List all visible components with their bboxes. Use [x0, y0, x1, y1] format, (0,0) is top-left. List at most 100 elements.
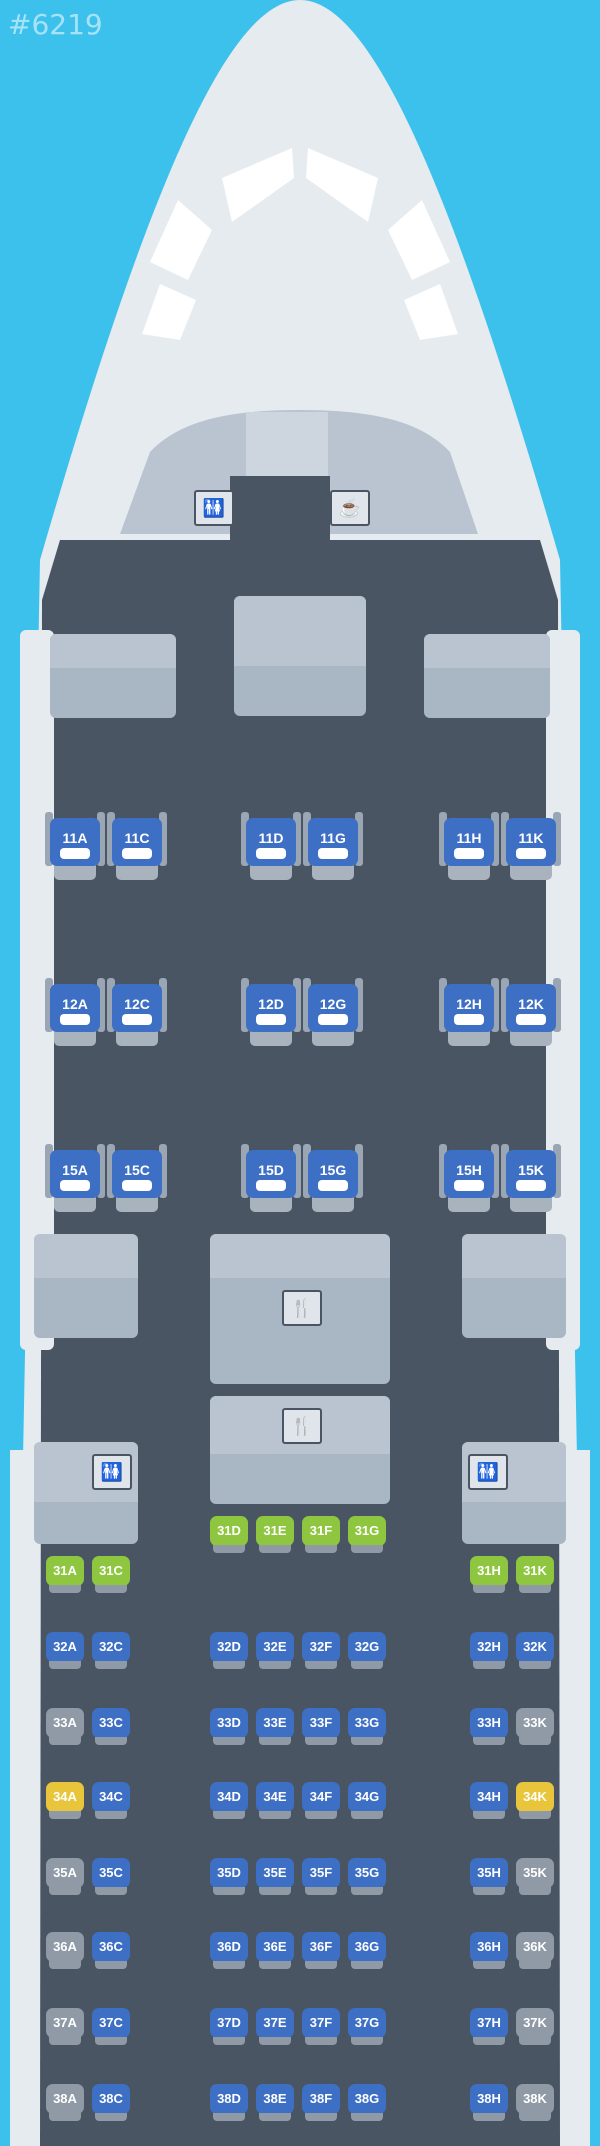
- seat-label: 36D: [217, 1939, 241, 1954]
- seat-33E[interactable]: 33E: [256, 1708, 294, 1745]
- seat-35D[interactable]: 35D: [210, 1858, 248, 1895]
- seat-12C[interactable]: 12C: [107, 978, 167, 1046]
- seat-31K[interactable]: 31K: [516, 1556, 554, 1593]
- seat-12A[interactable]: 12A: [45, 978, 105, 1046]
- seat-32C[interactable]: 32C: [92, 1632, 130, 1669]
- seat-32D[interactable]: 32D: [210, 1632, 248, 1669]
- seat-38G[interactable]: 38G: [348, 2084, 386, 2121]
- seat-15G[interactable]: 15G: [303, 1144, 363, 1212]
- seat-34K[interactable]: 34K: [516, 1782, 554, 1819]
- seat-35A[interactable]: 35A: [46, 1858, 84, 1895]
- seat-38F[interactable]: 38F: [302, 2084, 340, 2121]
- seat-32E[interactable]: 32E: [256, 1632, 294, 1669]
- seat-37A[interactable]: 37A: [46, 2008, 84, 2045]
- seat-36D[interactable]: 36D: [210, 1932, 248, 1969]
- seat-36G[interactable]: 36G: [348, 1932, 386, 1969]
- seat-36F[interactable]: 36F: [302, 1932, 340, 1969]
- seat-label: 37G: [354, 2015, 380, 2030]
- seat-11A[interactable]: 11A: [45, 812, 105, 880]
- seat-32K[interactable]: 32K: [516, 1632, 554, 1669]
- seat-15K[interactable]: 15K: [501, 1144, 561, 1212]
- seat-34C[interactable]: 34C: [92, 1782, 130, 1819]
- seat-31C[interactable]: 31C: [92, 1556, 130, 1593]
- seat-15D[interactable]: 15D: [241, 1144, 301, 1212]
- mid-right-closet: [462, 1234, 566, 1338]
- seat-31E[interactable]: 31E: [256, 1516, 294, 1553]
- seat-38D[interactable]: 38D: [210, 2084, 248, 2121]
- seat-label: 11C: [124, 830, 150, 846]
- seat-label: 38D: [217, 2091, 241, 2106]
- seat-label: 15C: [124, 1162, 150, 1178]
- seat-32H[interactable]: 32H: [470, 1632, 508, 1669]
- seat-36A[interactable]: 36A: [46, 1932, 84, 1969]
- seat-label: 38H: [477, 2091, 501, 2106]
- seat-12G[interactable]: 12G: [303, 978, 363, 1046]
- seat-31G[interactable]: 31G: [348, 1516, 386, 1553]
- seat-12H[interactable]: 12H: [439, 978, 499, 1046]
- seat-34E[interactable]: 34E: [256, 1782, 294, 1819]
- galley-icon: 🍴: [282, 1290, 322, 1326]
- seat-36E[interactable]: 36E: [256, 1932, 294, 1969]
- seat-11H[interactable]: 11H: [439, 812, 499, 880]
- seat-34A[interactable]: 34A: [46, 1782, 84, 1819]
- seat-34H[interactable]: 34H: [470, 1782, 508, 1819]
- seat-label: 37F: [309, 2015, 333, 2030]
- seat-38C[interactable]: 38C: [92, 2084, 130, 2121]
- seat-33A[interactable]: 33A: [46, 1708, 84, 1745]
- seat-31F[interactable]: 31F: [302, 1516, 340, 1553]
- seat-31D[interactable]: 31D: [210, 1516, 248, 1553]
- seat-11D[interactable]: 11D: [241, 812, 301, 880]
- seat-label: 31E: [263, 1523, 287, 1538]
- seat-33D[interactable]: 33D: [210, 1708, 248, 1745]
- seat-15A[interactable]: 15A: [45, 1144, 105, 1212]
- seat-32F[interactable]: 32F: [302, 1632, 340, 1669]
- seat-label: 31A: [53, 1563, 77, 1578]
- seat-label: 31G: [354, 1523, 380, 1538]
- seat-34D[interactable]: 34D: [210, 1782, 248, 1819]
- seat-35G[interactable]: 35G: [348, 1858, 386, 1895]
- seat-label: 33F: [309, 1715, 333, 1730]
- seat-36C[interactable]: 36C: [92, 1932, 130, 1969]
- seat-31A[interactable]: 31A: [46, 1556, 84, 1593]
- seat-12K[interactable]: 12K: [501, 978, 561, 1046]
- lavatory-icon: 🚻: [92, 1454, 132, 1490]
- mid-left-closet: [34, 1234, 138, 1338]
- seat-32A[interactable]: 32A: [46, 1632, 84, 1669]
- seat-38K[interactable]: 38K: [516, 2084, 554, 2121]
- seat-35C[interactable]: 35C: [92, 1858, 130, 1895]
- seat-37G[interactable]: 37G: [348, 2008, 386, 2045]
- seat-37K[interactable]: 37K: [516, 2008, 554, 2045]
- seat-37C[interactable]: 37C: [92, 2008, 130, 2045]
- seat-11G[interactable]: 11G: [303, 812, 363, 880]
- seat-31H[interactable]: 31H: [470, 1556, 508, 1593]
- seat-15H[interactable]: 15H: [439, 1144, 499, 1212]
- seat-35H[interactable]: 35H: [470, 1858, 508, 1895]
- seat-33H[interactable]: 33H: [470, 1708, 508, 1745]
- seat-38H[interactable]: 38H: [470, 2084, 508, 2121]
- seat-35K[interactable]: 35K: [516, 1858, 554, 1895]
- seat-label: 37H: [477, 2015, 501, 2030]
- seat-33F[interactable]: 33F: [302, 1708, 340, 1745]
- seat-36H[interactable]: 36H: [470, 1932, 508, 1969]
- seat-33C[interactable]: 33C: [92, 1708, 130, 1745]
- seat-label: 15D: [258, 1162, 284, 1178]
- seat-33G[interactable]: 33G: [348, 1708, 386, 1745]
- seat-15C[interactable]: 15C: [107, 1144, 167, 1212]
- seat-38A[interactable]: 38A: [46, 2084, 84, 2121]
- seat-35E[interactable]: 35E: [256, 1858, 294, 1895]
- seat-11K[interactable]: 11K: [501, 812, 561, 880]
- seat-35F[interactable]: 35F: [302, 1858, 340, 1895]
- seat-label: 36E: [263, 1939, 287, 1954]
- seat-36K[interactable]: 36K: [516, 1932, 554, 1969]
- seat-11C[interactable]: 11C: [107, 812, 167, 880]
- seat-12D[interactable]: 12D: [241, 978, 301, 1046]
- seat-37F[interactable]: 37F: [302, 2008, 340, 2045]
- seat-37D[interactable]: 37D: [210, 2008, 248, 2045]
- seat-34G[interactable]: 34G: [348, 1782, 386, 1819]
- seat-37H[interactable]: 37H: [470, 2008, 508, 2045]
- seat-34F[interactable]: 34F: [302, 1782, 340, 1819]
- seat-32G[interactable]: 32G: [348, 1632, 386, 1669]
- seat-38E[interactable]: 38E: [256, 2084, 294, 2121]
- seat-33K[interactable]: 33K: [516, 1708, 554, 1745]
- seat-37E[interactable]: 37E: [256, 2008, 294, 2045]
